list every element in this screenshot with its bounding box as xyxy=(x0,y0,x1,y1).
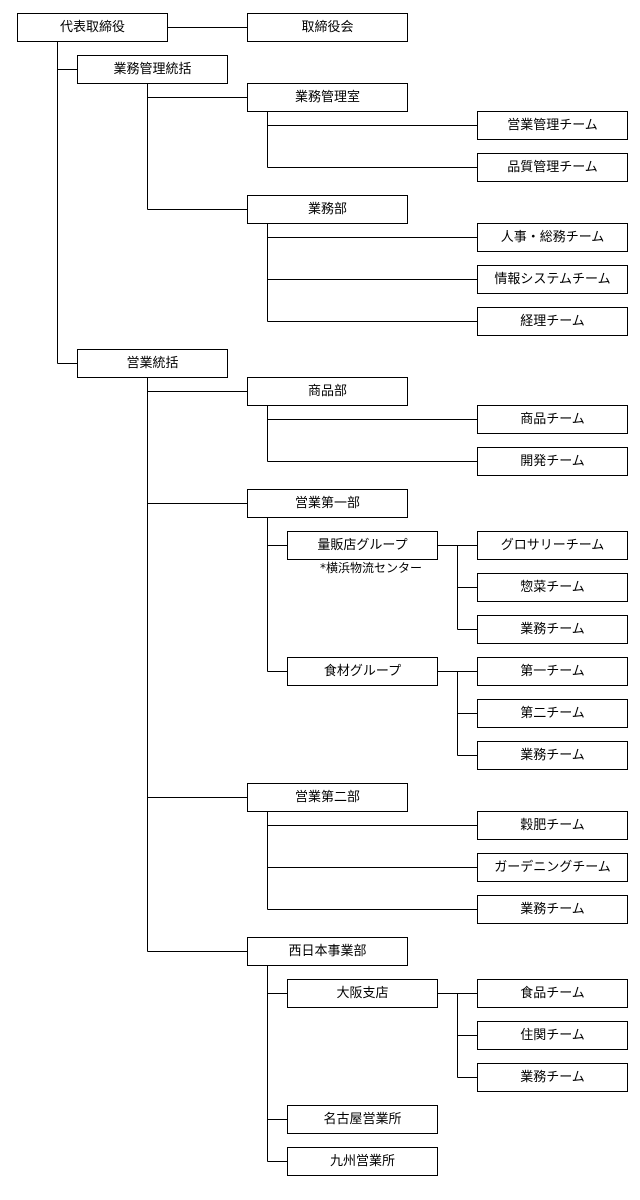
node-shohin-bu: 商品部 xyxy=(247,377,408,406)
node-jinji-somu-team: 人事・総務チーム xyxy=(477,223,628,252)
node-gyomu-kanri-tokatsu: 業務管理統括 xyxy=(77,55,228,84)
node-kaihatsu-team: 開発チーム xyxy=(477,447,628,476)
node-eigyo-kanri-team: 営業管理チーム xyxy=(477,111,628,140)
node-shokuzai-group: 食材グループ xyxy=(287,657,438,686)
node-eigyo-daiichi-bu: 営業第一部 xyxy=(247,489,408,518)
node-gyomu-team-2: 業務チーム xyxy=(477,741,628,770)
ryohanten-note: *横浜物流センター xyxy=(320,561,423,575)
node-grocery-team: グロサリーチーム xyxy=(477,531,628,560)
node-keiri-team: 経理チーム xyxy=(477,307,628,336)
node-gyomu-kanri-shitsu: 業務管理室 xyxy=(247,83,408,112)
node-gardening-team: ガーデニングチーム xyxy=(477,853,628,882)
node-joho-system-team: 情報システムチーム xyxy=(477,265,628,294)
node-kokuhi-team: 穀肥チーム xyxy=(477,811,628,840)
node-ryohanten-group: 量販店グループ xyxy=(287,531,438,560)
node-gyomu-team-4: 業務チーム xyxy=(477,1063,628,1092)
node-daini-team: 第二チーム xyxy=(477,699,628,728)
node-ceo: 代表取締役 xyxy=(17,13,168,42)
node-shohin-team: 商品チーム xyxy=(477,405,628,434)
node-eigyo-daini-bu: 営業第二部 xyxy=(247,783,408,812)
node-osaka-shiten: 大阪支店 xyxy=(287,979,438,1008)
node-shokuhin-team: 食品チーム xyxy=(477,979,628,1008)
node-eigyo-tokatsu: 営業統括 xyxy=(77,349,228,378)
node-nishinihon-jigyobu: 西日本事業部 xyxy=(247,937,408,966)
node-hinshitsu-kanri-team: 品質管理チーム xyxy=(477,153,628,182)
node-sozai-team: 惣菜チーム xyxy=(477,573,628,602)
node-daiichi-team: 第一チーム xyxy=(477,657,628,686)
node-nagoya-eigyosho: 名古屋営業所 xyxy=(287,1105,438,1134)
node-gyomu-team-3: 業務チーム xyxy=(477,895,628,924)
node-juken-team: 住関チーム xyxy=(477,1021,628,1050)
node-board: 取締役会 xyxy=(247,13,408,42)
node-gyomu-bu: 業務部 xyxy=(247,195,408,224)
node-kyushu-eigyosho: 九州営業所 xyxy=(287,1147,438,1176)
node-gyomu-team-1: 業務チーム xyxy=(477,615,628,644)
